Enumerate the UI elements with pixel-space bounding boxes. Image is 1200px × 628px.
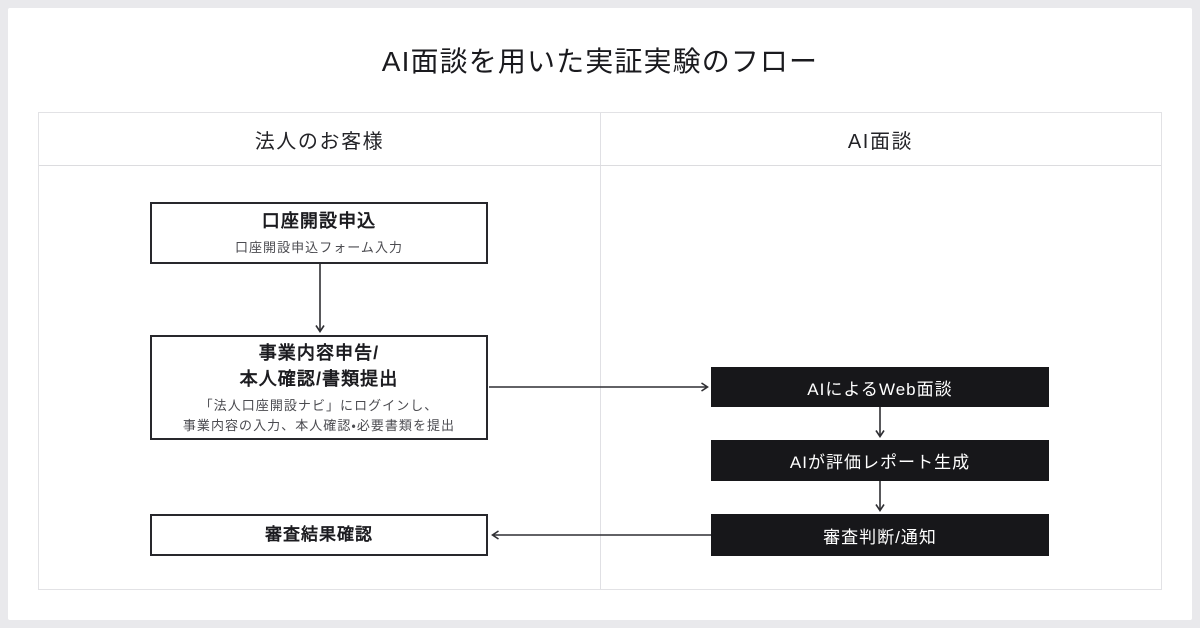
column-header-customer: 法人のお客様	[254, 130, 385, 153]
step-ai-report-generation: AIが評価レポート生成	[711, 440, 1049, 481]
step-judgement-notice-label: 審査判断/通知	[823, 527, 937, 547]
step-business-declaration-subtitle: 「法人口座開設ナビ」にログインし、 事業内容の入力、本人確認・必要書類を提出	[182, 398, 456, 433]
step-account-application: 口座開設申込 口座開設申込フォーム入力	[150, 202, 488, 264]
step-ai-report-generation-label: AIが評価レポート生成	[789, 453, 971, 472]
step-ai-web-interview-label: AIによるWeb面談	[807, 379, 953, 399]
column-divider	[600, 113, 601, 589]
step-result-check-title: 審査結果確認	[264, 524, 374, 544]
table-header-row: 法人のお客様 AI面談	[39, 113, 1161, 166]
diagram-title: AI面談を用いた実証実験のフロー	[381, 46, 819, 77]
step-business-declaration: 事業内容申告/ 本人確認/書類提出 「法人口座開設ナビ」にログインし、 事業内容…	[150, 335, 488, 440]
step-account-application-title: 口座開設申込	[261, 211, 377, 232]
step-business-declaration-title: 事業内容申告/ 本人確認/書類提出	[239, 342, 399, 389]
step-account-application-subtitle: 口座開設申込フォーム入力	[234, 240, 404, 256]
step-result-check: 審査結果確認	[150, 514, 488, 556]
step-judgement-notice: 審査判断/通知	[711, 514, 1049, 556]
step-ai-web-interview: AIによるWeb面談	[711, 367, 1049, 407]
column-header-ai: AI面談	[847, 130, 914, 153]
